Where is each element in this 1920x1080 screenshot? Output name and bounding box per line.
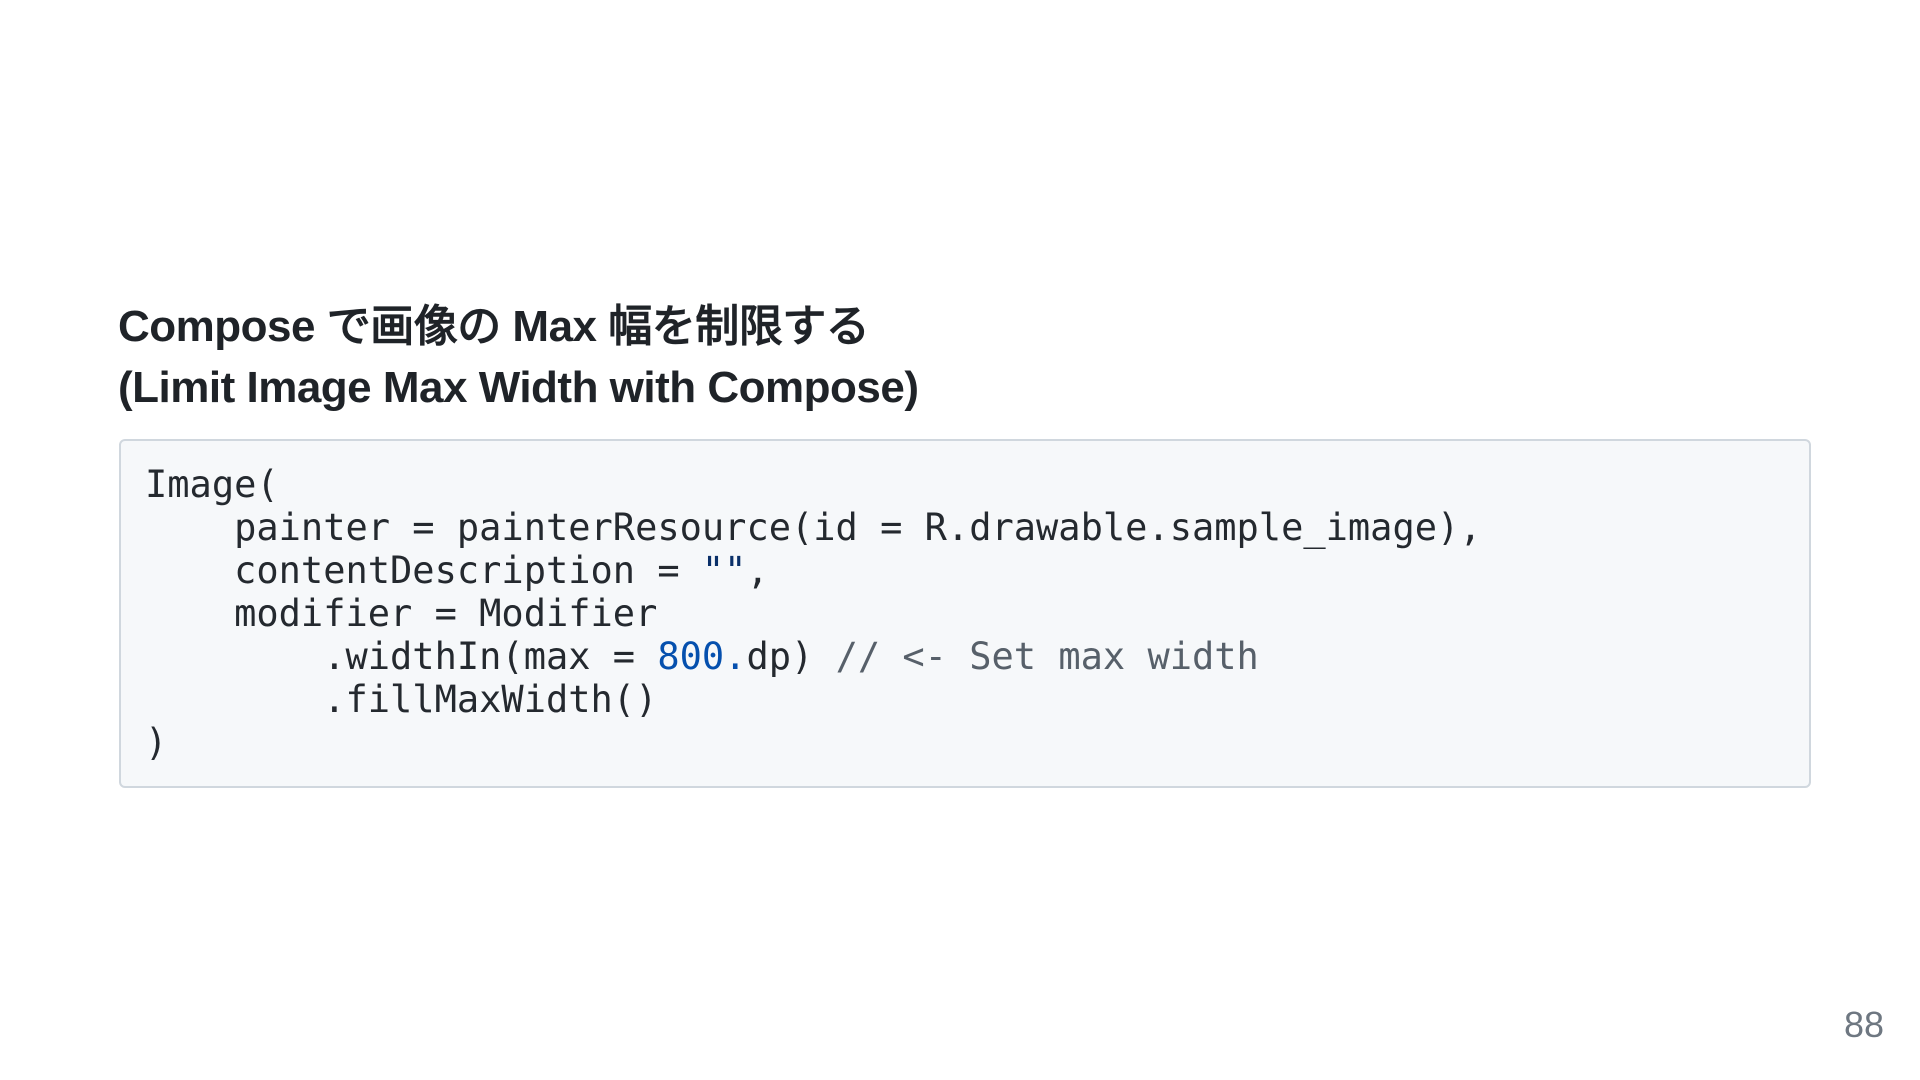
code-line: contentDescription = "", <box>145 549 1785 592</box>
code-token: .fillMaxWidth() <box>145 678 658 721</box>
code-token: , <box>746 549 769 592</box>
code-token: contentDescription = <box>145 549 702 592</box>
code-token: painter = painterResource(id = R.drawabl… <box>145 506 1482 549</box>
code-token: modifier = Modifier <box>145 592 658 635</box>
slide-title-english: (Limit Image Max Width with Compose) <box>118 363 919 412</box>
code-token: .widthIn(max = <box>145 635 658 678</box>
code-line: .fillMaxWidth() <box>145 678 1785 721</box>
code-token-string: "" <box>701 549 747 592</box>
code-token: dp) <box>746 635 836 678</box>
code-line: modifier = Modifier <box>145 592 1785 635</box>
code-block: Image( painter = painterResource(id = R.… <box>119 439 1811 788</box>
slide-title-japanese: Compose で画像の Max 幅を制限する <box>118 302 870 351</box>
page-number: 88 <box>1843 1004 1884 1045</box>
code-token: Image( <box>145 463 279 506</box>
slide-title: Compose で画像の Max 幅を制限する (Limit Image Max… <box>118 296 919 418</box>
code-line: Image( <box>145 463 1785 506</box>
code-line: .widthIn(max = 800.dp) // <- Set max wid… <box>145 635 1785 678</box>
code-line: painter = painterResource(id = R.drawabl… <box>145 506 1785 549</box>
code-line: ) <box>145 721 1785 764</box>
code-content: Image( painter = painterResource(id = R.… <box>145 463 1785 764</box>
code-token-comment: // <- Set max width <box>835 635 1259 678</box>
code-token-number: 800. <box>657 635 747 678</box>
code-token: ) <box>145 721 168 764</box>
